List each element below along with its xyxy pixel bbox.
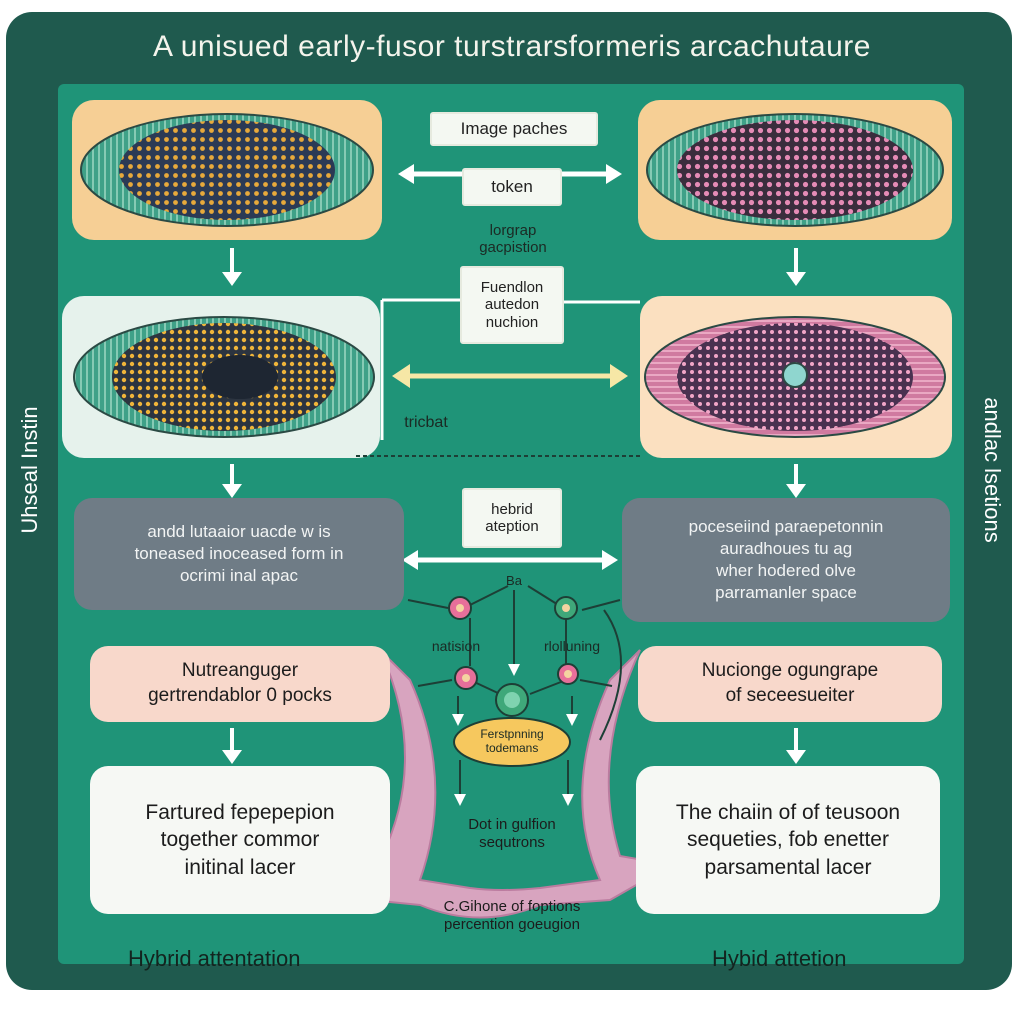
hybrid-attention-label: hebrid ateption (462, 488, 562, 548)
oval-label: Ferstpnning todemans (480, 727, 544, 755)
left-gray-box: andd lutaaior uacde w is toneased inocea… (74, 498, 404, 610)
attention-nodes (448, 596, 579, 767)
bottom-left-label: Hybrid attentation (128, 946, 301, 971)
right-gray-box: poceseiind paraepetonnin auradhoues tu a… (622, 498, 950, 622)
bottom-right-label: Hybid attetion (712, 946, 847, 971)
image-patches-label: Image paches (430, 112, 598, 146)
ribbon-middle-label: Dot in gulfion sequtrons (468, 816, 556, 851)
node-right-label: rlolluning (543, 638, 601, 654)
fusion-connectors (380, 298, 640, 440)
node-top-label: Ba (506, 573, 522, 588)
right-peach-box: Nucionge ogungrape of seceesueiter (638, 646, 942, 722)
token-label: token (462, 168, 562, 206)
attention-edges (407, 585, 623, 796)
mid-left-patch-ellipse (73, 316, 375, 438)
left-white-box: Fartured fepepepion together commor init… (90, 766, 390, 914)
ribbon-bottom-label: C.Gihone of foptions percention goeugion (443, 898, 581, 933)
node-left-label: natision (431, 638, 481, 654)
fusion-label: Fuendlon autedon nuchion (460, 266, 564, 344)
right-white-box: The chaiin of of teusoon sequeties, fob … (636, 766, 940, 914)
left-peach-box: Nutreanguger gertrendablor 0 pocks (90, 646, 390, 722)
arrows-vertical (230, 248, 798, 752)
mid-right-patch-ellipse (644, 316, 946, 438)
top-right-patch-ellipse (646, 113, 944, 227)
tricat-label: tricbat (404, 414, 448, 431)
diagram-title: A unisued early-fusor turstrarsformeris … (153, 30, 871, 63)
small-note-label: lorgrap gacpistion (479, 222, 547, 257)
top-left-patch-ellipse (80, 113, 374, 227)
